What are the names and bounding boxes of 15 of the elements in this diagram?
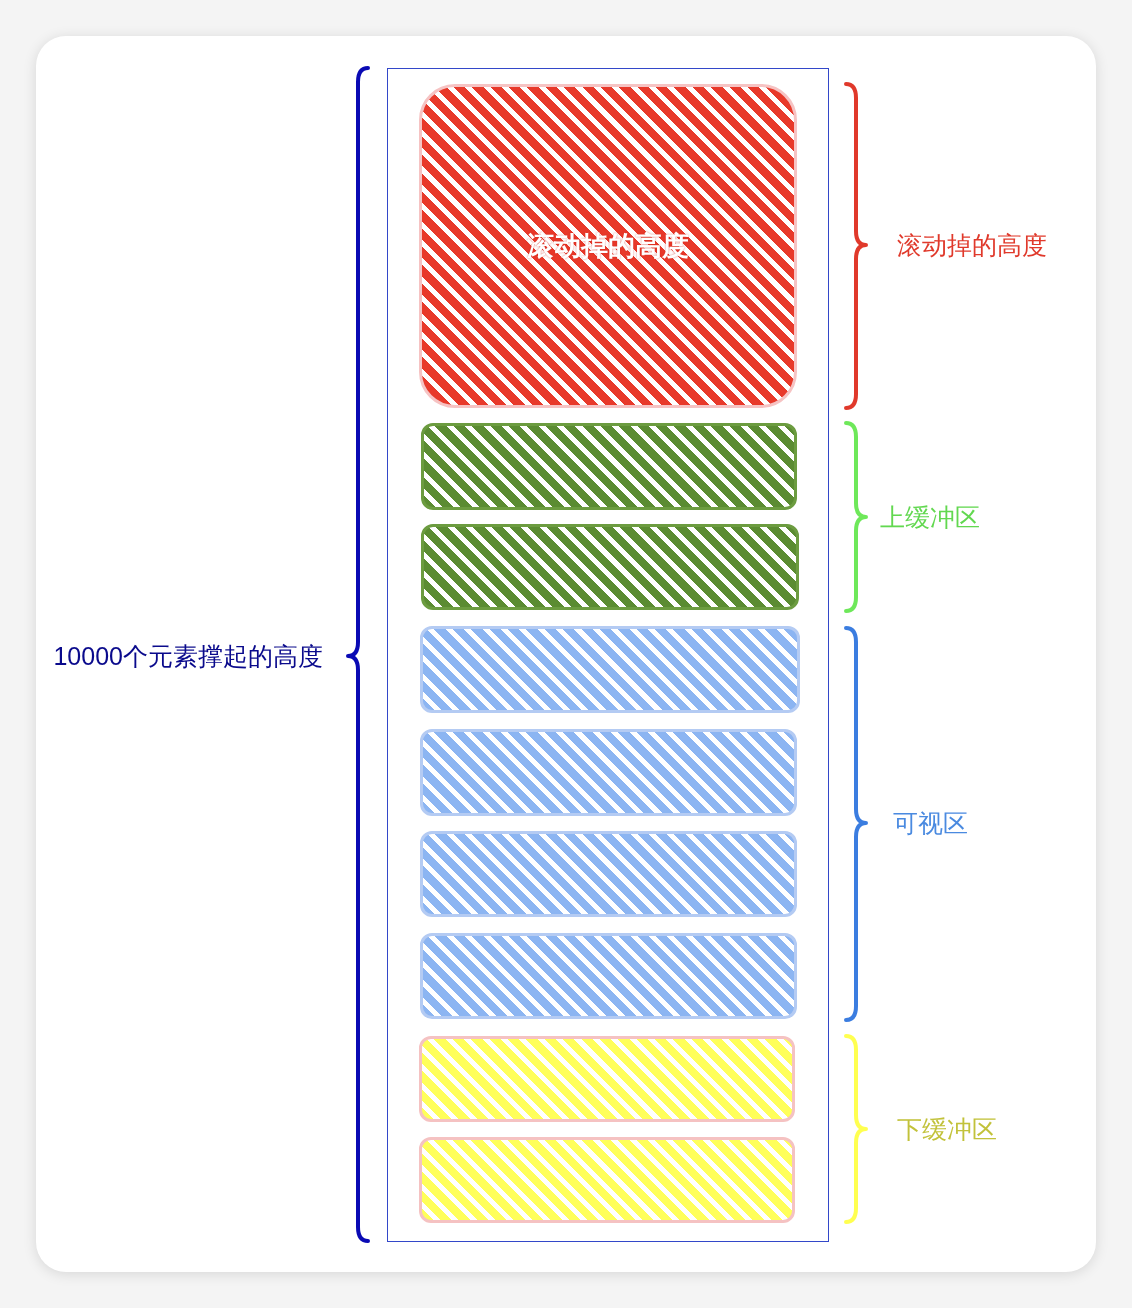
hatched-block: [419, 1137, 795, 1223]
container-frame: [387, 68, 829, 1242]
brace-label: 下缓冲区: [897, 1114, 997, 1144]
hatched-block: [420, 626, 800, 713]
hatched-block: [419, 1036, 795, 1122]
hatched-block: [421, 423, 797, 510]
brace-label: 10000个元素撑起的高度: [53, 641, 323, 671]
brace-label: 可视区: [893, 808, 968, 838]
hatched-block: [420, 831, 797, 917]
brace-label: 滚动掉的高度: [897, 230, 1047, 260]
hatched-block: [420, 729, 797, 816]
hatched-block: [420, 933, 797, 1019]
hatched-block: [421, 524, 799, 610]
hatched-block: [419, 84, 797, 408]
brace-label: 上缓冲区: [880, 502, 980, 532]
